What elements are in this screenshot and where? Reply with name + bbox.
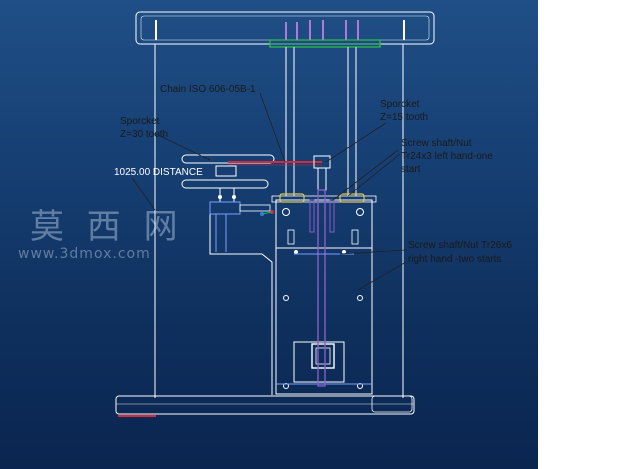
label-sprocket-small-teeth: Z=15 tooth [380,112,428,123]
label-distance: 1025.00 DISTANCE [114,167,203,178]
label-screw-top-line3: start [401,164,421,175]
cad-viewport: 莫 西 网 www.3dmox.com [0,0,538,469]
label-screw-bottom-line2: right hand -two starts [408,254,501,265]
main-housing [275,247,373,395]
label-sprocket-large-teeth: Z=30 tooth [120,129,168,140]
leader-lines [131,92,407,291]
outer-frame [115,44,415,417]
top-bolts [155,20,405,40]
label-screw-bottom-line1: Screw shaft/Nut Tr26x6 [408,240,512,251]
machine-drawing: 莫 西 网 www.3dmox.com [18,15,513,417]
label-sprocket-small-title: Sporcket [380,99,420,110]
watermark-url: www.3dmox.com [18,246,151,262]
label-screw-top-line1: Screw shaft/Nut [401,138,472,149]
screw-shafts [294,189,354,387]
guide-columns [285,47,357,196]
label-sprocket-large-title: Sporcket [120,116,160,127]
label-screw-top-line2: Tr24x3 left hand-one [401,151,493,162]
watermark-chars: 莫 西 网 [30,207,184,247]
label-chain: Chain ISO 606-05B-1 [160,84,256,95]
bracket-arm [209,201,274,395]
nut-carriage [271,193,377,254]
blank-right-margin [538,0,624,469]
